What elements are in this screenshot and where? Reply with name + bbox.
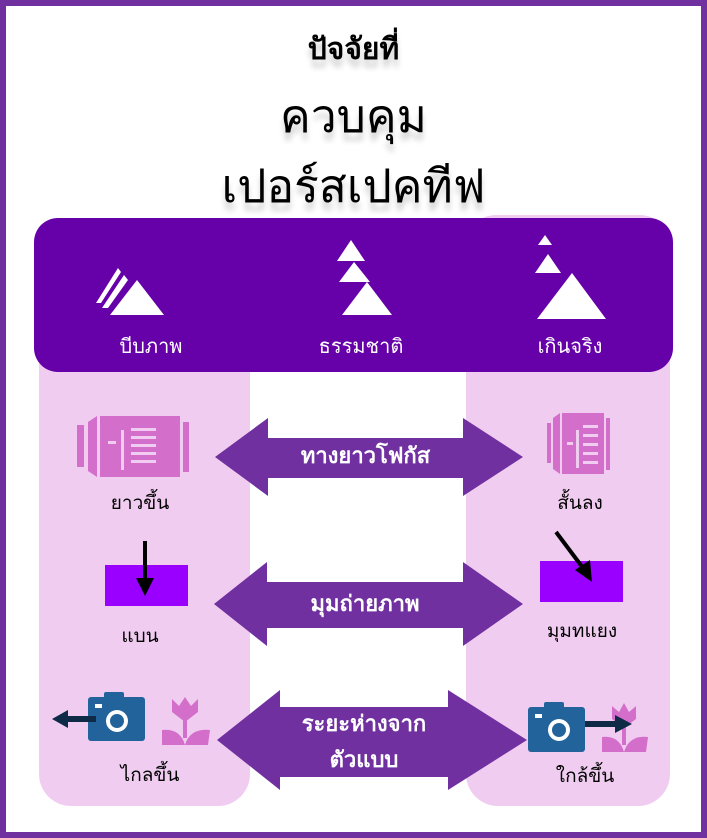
shooting-angle-label: มุมถ่ายภาพ (310, 592, 420, 617)
longer-label: ยาวขึ้น (110, 492, 170, 514)
closer-label: ใกล้ขึ้น (555, 765, 615, 787)
title-line-2: ควบคุม (280, 89, 427, 143)
camera-icon (88, 692, 145, 741)
natural-triangles-icon (337, 240, 392, 315)
focal-length-label: ทางยาวโฟกัส (300, 444, 431, 469)
farther-label: ไกลขึ้น (120, 764, 180, 786)
flat-label: แบน (121, 625, 159, 647)
camera-icon (528, 702, 585, 752)
short-lens-icon (547, 413, 610, 474)
focal-length-double-arrow (215, 418, 523, 496)
straight-down-arrow-icon (136, 541, 154, 596)
subject-distance-label-line-2: ตัวแบบ (329, 748, 399, 773)
diagonal-arrow-icon (554, 530, 592, 582)
shorter-label: สั้นลง (557, 492, 603, 514)
oblique-label: มุมทแยง (546, 620, 618, 642)
exaggerated-label: เกินจริง (537, 334, 603, 358)
title-line-3: เปอร์สเปคทีฟ (221, 159, 486, 213)
compressed-triangles-icon (96, 268, 164, 315)
long-lens-icon (77, 416, 189, 477)
move-closer-arrow-icon (585, 715, 632, 733)
subject-distance-label-line-1: ระยะห่างจาก (301, 712, 427, 737)
exaggerated-triangles-icon (535, 235, 606, 319)
flower-icon (162, 697, 210, 745)
subject-distance-double-arrow (217, 690, 527, 790)
compressed-label: บีบภาพ (119, 334, 183, 358)
move-away-arrow-icon (52, 710, 96, 728)
natural-label: ธรรมชาติ (318, 334, 404, 358)
shooting-angle-double-arrow (214, 562, 523, 646)
title-line-1: ปัจจัยที่ (307, 32, 400, 67)
